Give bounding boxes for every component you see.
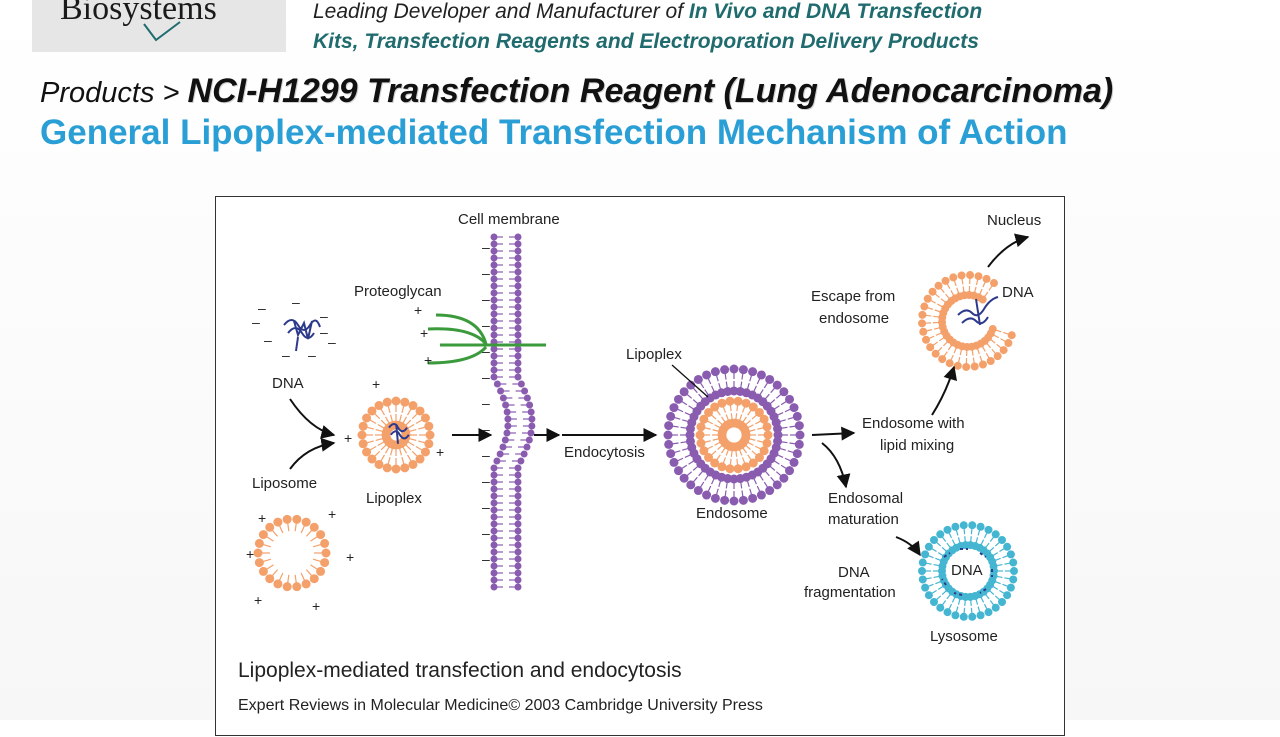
svg-text:–: – bbox=[320, 308, 328, 324]
svg-text:–: – bbox=[482, 551, 490, 567]
svg-text:+: + bbox=[372, 376, 380, 392]
label-cell-membrane: Cell membrane bbox=[458, 211, 560, 228]
lipoplex-small-icon: + + + bbox=[344, 376, 444, 474]
svg-text:–: – bbox=[252, 314, 260, 330]
svg-text:+: + bbox=[328, 506, 336, 522]
svg-text:–: – bbox=[482, 369, 490, 385]
section-subtitle: General Lipoplex-mediated Transfection M… bbox=[40, 113, 1068, 153]
label-endosome-mixing-line2: lipid mixing bbox=[880, 437, 954, 454]
svg-text:–: – bbox=[482, 447, 490, 463]
breadcrumb-products-link[interactable]: Products bbox=[40, 77, 154, 109]
label-endosome: Endosome bbox=[696, 505, 768, 522]
svg-text:–: – bbox=[308, 347, 316, 363]
figure-caption: Lipoplex-mediated transfection and endoc… bbox=[238, 659, 682, 683]
label-maturation-line1: Endosomal bbox=[828, 490, 903, 507]
svg-text:+: + bbox=[258, 510, 266, 526]
label-dna-lysosome: DNA bbox=[951, 562, 983, 579]
svg-text:–: – bbox=[482, 317, 490, 333]
endosome-icon bbox=[664, 365, 805, 506]
label-liposome: Liposome bbox=[252, 475, 317, 492]
svg-text:–: – bbox=[264, 332, 272, 348]
page-title: NCI-H1299 Transfection Reagent (Lung Ade… bbox=[188, 72, 1114, 110]
svg-text:+: + bbox=[344, 430, 352, 446]
mechanism-figure: ++++++ +++ ––––––––––––– –– –– –– –– – +… bbox=[215, 196, 1065, 736]
label-fragmentation-line1: DNA bbox=[838, 564, 870, 581]
label-lysosome: Lysosome bbox=[930, 628, 998, 645]
logo-text: Biosystems bbox=[60, 0, 217, 28]
mechanism-diagram: ++++++ +++ ––––––––––––– –– –– –– –– – +… bbox=[216, 197, 1066, 737]
svg-text:–: – bbox=[482, 265, 490, 281]
svg-text:+: + bbox=[436, 444, 444, 460]
label-fragmentation-line2: fragmentation bbox=[804, 584, 896, 601]
liposome-icon: + + + + + + bbox=[246, 506, 354, 614]
svg-text:–: – bbox=[482, 499, 490, 515]
label-endosome-mixing-line1: Endosome with bbox=[862, 415, 965, 432]
proteoglycan-icon: + + + bbox=[414, 302, 546, 368]
tagline-highlight-1: In Vivo and DNA Transfection bbox=[689, 0, 982, 23]
svg-text:–: – bbox=[482, 395, 490, 411]
label-dna-escape: DNA bbox=[1002, 284, 1034, 301]
svg-text:+: + bbox=[312, 598, 320, 614]
svg-text:–: – bbox=[482, 473, 490, 489]
svg-text:+: + bbox=[424, 352, 432, 368]
breadcrumb: Products > NCI-H1299 Transfection Reagen… bbox=[40, 72, 1113, 111]
tagline-plain: Leading Developer and Manufacturer of bbox=[313, 0, 689, 23]
svg-text:–: – bbox=[320, 324, 328, 340]
svg-text:+: + bbox=[346, 549, 354, 565]
label-escape-line1: Escape from bbox=[811, 288, 895, 305]
label-lipoplex: Lipoplex bbox=[366, 490, 422, 507]
svg-text:–: – bbox=[282, 347, 290, 363]
label-nucleus: Nucleus bbox=[987, 212, 1041, 229]
svg-text:+: + bbox=[246, 546, 254, 562]
svg-text:–: – bbox=[482, 291, 490, 307]
label-maturation-line2: maturation bbox=[828, 511, 899, 528]
svg-text:–: – bbox=[482, 525, 490, 541]
svg-text:–: – bbox=[328, 334, 336, 350]
label-proteoglycan: Proteoglycan bbox=[354, 283, 442, 300]
label-dna: DNA bbox=[272, 375, 304, 392]
svg-text:–: – bbox=[482, 239, 490, 255]
label-escape-line2: endosome bbox=[819, 310, 889, 327]
label-lipoplex-inner: Lipoplex bbox=[626, 346, 682, 363]
lipoplex-leader-line bbox=[672, 365, 708, 397]
figure-credit: Expert Reviews in Molecular Medicine© 20… bbox=[238, 697, 763, 715]
free-dna-icon: –– –– –– –– – bbox=[252, 294, 336, 363]
breadcrumb-separator: > bbox=[154, 77, 187, 109]
company-logo[interactable]: Biosystems bbox=[32, 0, 286, 52]
svg-text:+: + bbox=[254, 592, 262, 608]
label-endocytosis: Endocytosis bbox=[564, 444, 645, 461]
svg-text:+: + bbox=[420, 325, 428, 341]
logo-swoosh-icon bbox=[142, 18, 182, 48]
svg-text:+: + bbox=[414, 302, 422, 318]
svg-text:–: – bbox=[292, 294, 300, 310]
tagline: Leading Developer and Manufacturer of In… bbox=[313, 0, 982, 57]
cell-membrane-icon: ––––––––––––– bbox=[482, 234, 535, 591]
tagline-highlight-2: Kits, Transfection Reagents and Electrop… bbox=[313, 30, 979, 53]
